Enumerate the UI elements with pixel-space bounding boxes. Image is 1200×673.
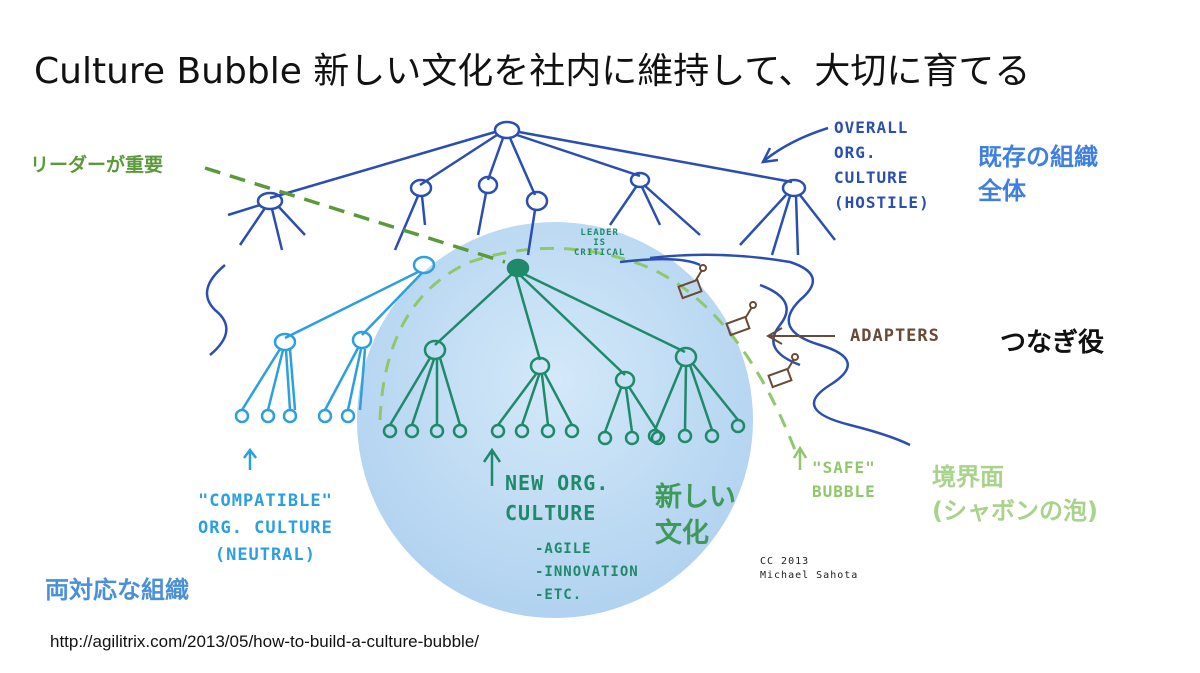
existing-org-label: 既存の組織 全体 (978, 140, 1098, 208)
new-culture-jp-line-1: 新しい (655, 482, 736, 513)
existing-org-line-2: 全体 (978, 177, 1026, 205)
new-line-1: NEW ORG. (505, 471, 610, 495)
compatible-org-tree (234, 255, 436, 470)
new-line-4: -INNOVATION (535, 564, 639, 580)
credit-label: CC 2013 Michael Sahota (760, 555, 858, 583)
boundary-line-1: 境界面 (932, 463, 1004, 491)
compatible-culture-label: "COMPATIBLE" ORG. CULTURE (NEUTRAL) (198, 488, 333, 569)
new-culture-jp-label: 新しい 文化 (655, 480, 736, 552)
leader-line-3: CRITICAL (574, 248, 626, 258)
new-line-3: -AGILE (535, 541, 592, 557)
overall-culture-label: OVERALL ORG. CULTURE (HOSTILE) (834, 115, 930, 215)
new-culture-jp-line-2: 文化 (655, 518, 709, 549)
new-culture-label: NEW ORG. CULTURE (505, 468, 609, 528)
new-org-tree (382, 258, 746, 486)
culture-bubble (357, 222, 753, 618)
leader-critical-label: LEADER IS CRITICAL (574, 228, 625, 258)
compatible-line-1: "COMPATIBLE" (198, 491, 333, 511)
boundary-label: 境界面 (シャボンの泡) (932, 460, 1098, 528)
boundary-line-2: (シャボンの泡) (932, 497, 1098, 525)
overall-line-2: ORG. (834, 143, 877, 162)
connector-label: つなぎ役 (1000, 328, 1105, 358)
adapter-plugs (677, 264, 835, 389)
adapters-label: ADAPTERS (850, 326, 940, 346)
leader-line-2: IS (593, 238, 607, 248)
leader-important-label: リーダーが重要 (30, 154, 164, 176)
safe-bubble-boundary (378, 246, 797, 451)
credit-line-2: Michael Sahota (760, 570, 859, 581)
credit-line-1: CC 2013 (760, 556, 810, 567)
leader-dashed-line (204, 166, 506, 264)
safe-line-1: "SAFE" (812, 458, 876, 477)
leader-line-1: LEADER (580, 228, 619, 238)
hostile-org-tree (205, 120, 911, 447)
safe-line-2: BUBBLE (812, 482, 876, 501)
safe-bubble-label: "SAFE" BUBBLE (812, 456, 876, 504)
overall-line-1: OVERALL (834, 118, 909, 137)
new-line-2: CULTURE (505, 501, 597, 525)
compatible-line-3: (NEUTRAL) (214, 545, 316, 565)
new-culture-bullets: -AGILE -INNOVATION -ETC. (535, 538, 639, 607)
safe-bubble-arrow (792, 445, 808, 470)
compatible-jp-label: 両対応な組織 (45, 576, 189, 604)
new-line-5: -ETC. (535, 587, 583, 603)
overall-line-3: CULTURE (834, 168, 909, 187)
overall-line-4: (HOSTILE) (834, 193, 930, 212)
existing-org-line-1: 既存の組織 (978, 143, 1098, 171)
slide-title: Culture Bubble 新しい文化を社内に維持して、大切に育てる (34, 51, 1031, 92)
overall-arrow (760, 126, 829, 164)
source-url[interactable]: http://agilitrix.com/2013/05/how-to-buil… (50, 632, 480, 651)
compatible-line-2: ORG. CULTURE (198, 518, 333, 538)
